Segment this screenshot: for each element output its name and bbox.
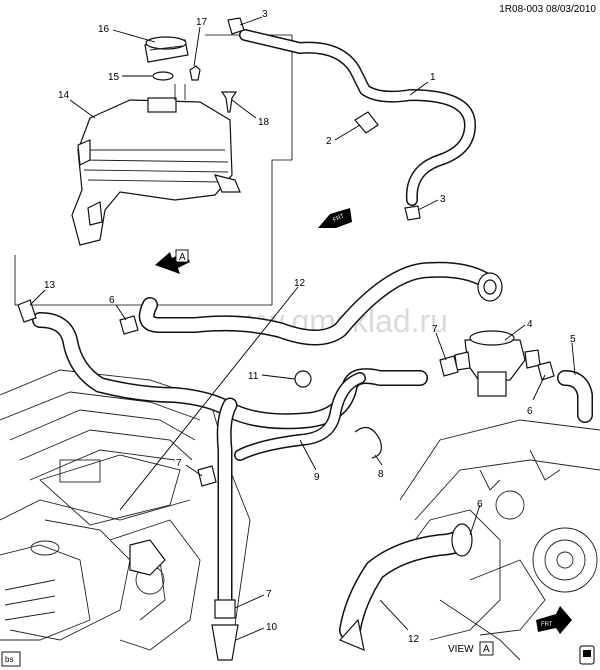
diagram-code: 1R08-003 08/03/2010 <box>499 4 596 15</box>
push-pin-fastener <box>220 91 238 113</box>
hose-clamp-6-right <box>537 361 555 381</box>
hose-clamp-lower <box>404 205 421 221</box>
callout-17: 17 <box>196 17 208 28</box>
cap-seal-ring <box>152 71 174 81</box>
callout-3-lower: 3 <box>440 194 446 205</box>
hose-clamp-top <box>227 17 245 35</box>
callout-6-right: 6 <box>527 406 533 417</box>
hose-clamp-left <box>17 299 37 323</box>
hose-clamp-7-middle <box>197 465 217 487</box>
hose-clamp-bottom <box>214 599 236 619</box>
callout-3-top: 3 <box>262 9 268 20</box>
hose-heater-outlet <box>138 261 493 346</box>
callout-7-upper: 7 <box>432 324 438 335</box>
hose-heater-inlet <box>234 372 366 461</box>
hose-lower-engine <box>338 523 473 651</box>
corner-tag-text: bs <box>5 655 13 664</box>
bleeder-fitting <box>211 624 239 661</box>
reference-frame-left <box>14 255 272 306</box>
front-arrow-upper-label: FRT <box>332 213 345 223</box>
callout-13: 13 <box>44 280 56 291</box>
hose-valve-outlet <box>557 370 593 423</box>
leader-lines <box>29 16 576 641</box>
coolant-surge-tank <box>71 84 241 246</box>
hose-quick-connector <box>477 272 503 302</box>
callout-12-lower: 12 <box>408 634 420 645</box>
callout-16: 16 <box>98 24 110 35</box>
view-a-arrow: A <box>155 249 190 274</box>
corner-symbol-icon <box>579 645 595 665</box>
callout-6-lower: 6 <box>477 499 483 510</box>
callout-15: 15 <box>108 72 120 83</box>
front-arrow-upper: FRT <box>318 208 352 228</box>
hose-clamp-11 <box>294 370 312 388</box>
callout-6-left: 6 <box>109 295 115 306</box>
hose-surge-tank-inlet <box>239 29 476 206</box>
callout-14: 14 <box>58 90 70 101</box>
front-arrow-lower: FRT <box>536 606 572 634</box>
callout-7-middle: 7 <box>176 458 182 469</box>
hose-clamp-8 <box>354 426 382 459</box>
surge-tank-bolt <box>189 65 201 81</box>
view-a-label: VIEW A <box>448 641 494 656</box>
callout-10: 10 <box>266 622 278 633</box>
callout-18: 18 <box>258 117 270 128</box>
surge-tank-cap <box>144 36 189 63</box>
callout-4: 4 <box>527 319 533 330</box>
engine-block-left <box>0 369 251 661</box>
callout-2: 2 <box>326 136 332 147</box>
callout-1: 1 <box>430 72 436 83</box>
callout-9: 9 <box>314 472 320 483</box>
view-label-text: VIEW <box>448 644 474 655</box>
callout-12-upper: 12 <box>294 278 306 289</box>
front-arrow-lower-label: FRT <box>541 622 553 628</box>
corner-tag: bs <box>1 651 21 667</box>
hose-retainer-bracket <box>354 111 379 134</box>
callout-5: 5 <box>570 334 576 345</box>
hose-clamp-6-left <box>119 315 139 335</box>
callout-11: 11 <box>248 371 259 382</box>
callout-numbers: 1 2 3 3 4 5 6 6 6 7 7 7 8 9 10 11 12 12 … <box>44 9 576 645</box>
callout-8: 8 <box>378 469 384 480</box>
view-label-letter: A <box>483 644 490 655</box>
engine-block-right <box>399 419 600 661</box>
engine-coolant-outlet <box>129 539 166 576</box>
hose-clamp-7-upper <box>439 355 459 377</box>
callout-7-lower: 7 <box>266 589 272 600</box>
hose-vertical-bypass <box>216 397 238 608</box>
view-a-arrow-letter: A <box>179 252 186 263</box>
heater-control-valve <box>454 330 541 397</box>
